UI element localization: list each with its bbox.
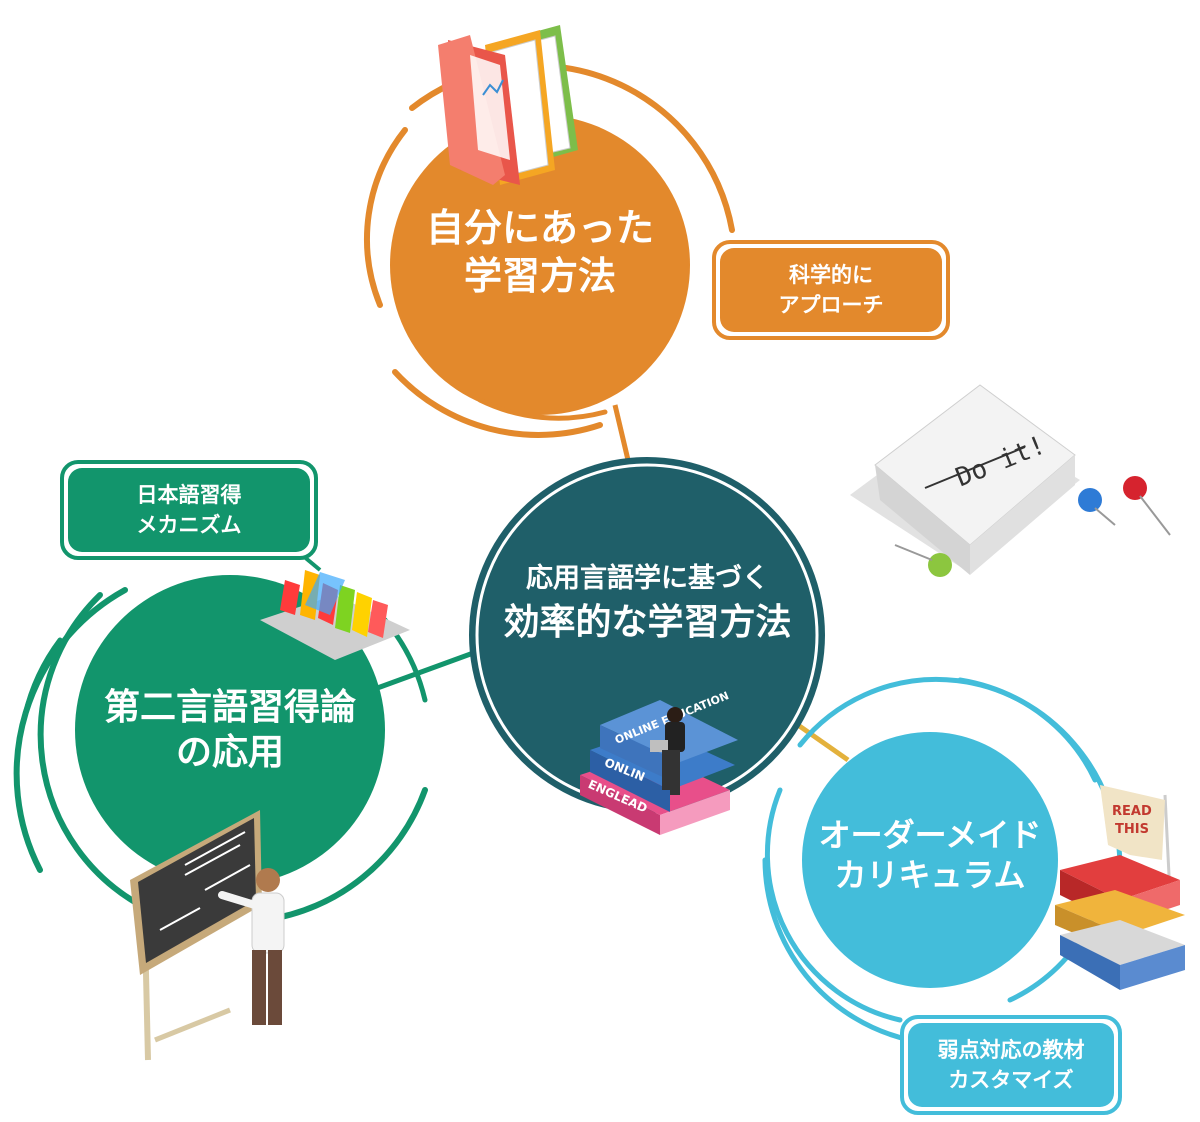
top-node-group [364, 62, 735, 438]
top-node-ring-bottom-2 [477, 397, 608, 421]
tag-left-line1: 日本語習得 [136, 482, 242, 507]
right-node-circle [802, 732, 1058, 988]
right-node-line2: カリキュラム [834, 856, 1026, 894]
pushpin-red-icon [1123, 476, 1147, 500]
left-node-ring-right [262, 787, 428, 923]
folders-illustration [438, 25, 578, 185]
pushpin-blue-icon [1078, 488, 1102, 512]
left-node-label: 第二言語習得論 の応用 [80, 685, 380, 775]
books-readthis-illustration: READ THIS [1055, 785, 1185, 990]
center-node-label: 応用言語学に基づく 効率的な学習方法 [475, 562, 820, 645]
pushpin-green-icon [928, 553, 952, 577]
top-node-ring-left [364, 127, 408, 308]
center-node-circle [469, 457, 825, 813]
right-node-ring-left-1 [764, 787, 903, 1023]
tag-top: 科学的に アプローチ [712, 240, 950, 340]
person-head [667, 707, 683, 723]
left-node-circle [75, 575, 385, 885]
left-node-group [13, 575, 428, 923]
top-node-line2: 学習方法 [463, 253, 616, 298]
tag-right-line2: カスタマイズ [948, 1068, 1074, 1092]
top-node-line1: 自分にあった [425, 206, 654, 250]
connector-left [371, 649, 477, 693]
tag-top-line2: アプローチ [778, 293, 884, 317]
memo-illustration: Do it! [850, 384, 1171, 577]
top-node-ring-bottom-1 [392, 369, 603, 438]
left-node-line1: 第二言語習得論 [103, 687, 356, 728]
tag-top-line1: 科学的に [789, 262, 873, 287]
readthis-line-2: THIS [1115, 822, 1149, 837]
teacher-head [256, 868, 280, 892]
right-node-ring-left-2 [762, 857, 913, 1043]
connector-top [612, 404, 631, 461]
bar-chart-illustration [260, 570, 410, 660]
books-person-illustration: ONLINE EDUCATION ONLIN ENGLEAD [580, 689, 738, 835]
top-node-circle [390, 115, 690, 415]
readthis-line-1: READ [1112, 804, 1152, 819]
tag-left-line2: メカニズム [136, 513, 242, 537]
tag-left: 日本語習得 メカニズム [60, 460, 318, 560]
top-node-label: 自分にあった 学習方法 [395, 205, 685, 300]
left-node-line2: の応用 [175, 732, 284, 773]
tag-right-line1: 弱点対応の教材 [937, 1037, 1085, 1062]
right-node-label: オーダーメイド カリキュラム [815, 815, 1045, 895]
right-node-line1: オーダーメイド [818, 816, 1042, 854]
center-node-line1: 応用言語学に基づく [526, 563, 769, 594]
tag-right: 弱点対応の教材 カスタマイズ [900, 1015, 1122, 1115]
left-node-ring-left-3 [22, 637, 63, 718]
chalkboard-illustration [130, 810, 285, 1061]
center-node-line2: 効率的な学習方法 [503, 601, 792, 643]
